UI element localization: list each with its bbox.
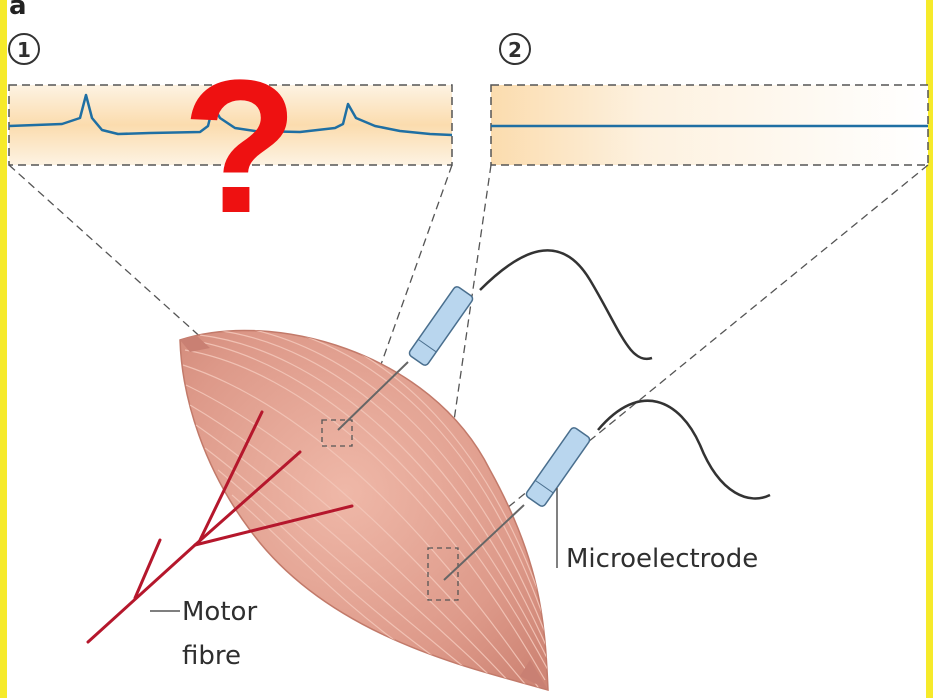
- motor-fibre-label-line2: fibre: [182, 641, 241, 671]
- recording-panel-2: [491, 85, 928, 165]
- recording-site-2-number: 2: [508, 38, 522, 62]
- motor-fibre-label-line1: Motor: [182, 597, 257, 627]
- recording-site-1-badge: 1: [9, 34, 39, 64]
- muscle: [180, 324, 548, 690]
- overlay-question-mark: ?: [182, 41, 298, 253]
- left-frame-strip: [0, 0, 7, 698]
- microelectrode-label: Microelectrode: [566, 544, 758, 574]
- panel-letter: a: [9, 0, 27, 21]
- recording-site-1-number: 1: [17, 38, 31, 62]
- recording-site-2-badge: 2: [500, 34, 530, 64]
